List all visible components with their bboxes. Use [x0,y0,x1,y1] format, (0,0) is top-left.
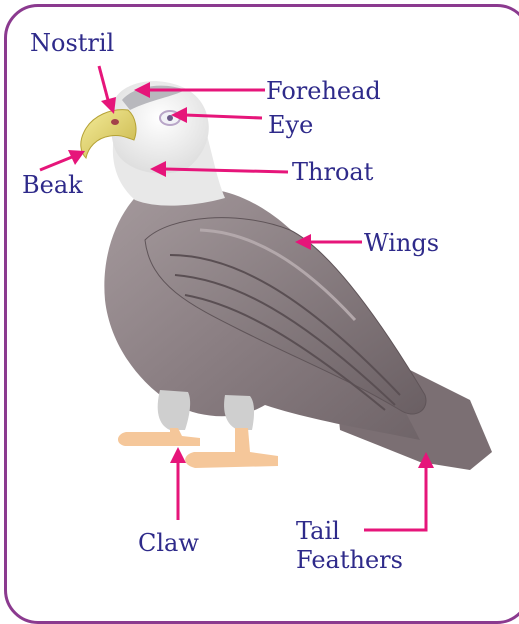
label-tail: Tail Feathers [296,518,403,573]
eagle-foot-left [118,428,200,446]
nostril-arrow [99,66,116,114]
label-claw: Claw [138,530,199,556]
claw-arrow [170,447,186,520]
eagle-leg-left [158,390,190,430]
label-tail-line1: Tail [296,518,403,544]
eagle-foot-right [185,428,278,468]
label-throat: Throat [292,159,373,185]
label-beak: Beak [22,172,83,198]
label-nostril: Nostril [30,30,114,56]
label-eye: Eye [268,112,313,138]
label-forehead: Forehead [266,78,381,104]
label-tail-line2: Feathers [296,547,403,573]
eagle-leg-right [224,395,254,430]
beak-arrow [40,150,85,170]
label-wings: Wings [364,230,439,256]
eye-arrow [171,107,262,123]
eagle-illustration [81,81,492,470]
